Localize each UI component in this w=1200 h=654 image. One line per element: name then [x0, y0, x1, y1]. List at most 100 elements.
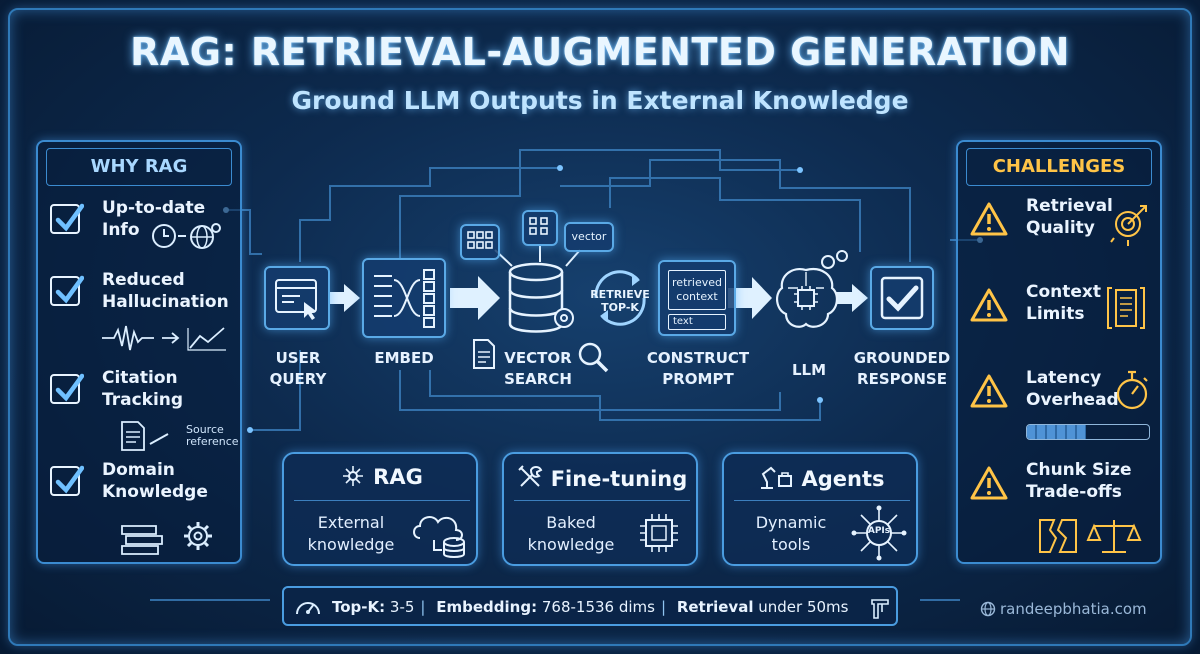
- card-title: RAG: [284, 464, 480, 489]
- why-rag-label: Citation: [102, 368, 178, 388]
- gears-icon: [821, 250, 848, 269]
- clock-globe-icon: [152, 223, 221, 249]
- card-title: Agents: [724, 464, 920, 491]
- card-rag: RAG External knowledge: [282, 452, 478, 566]
- card-agents: Agents Dynamic tools APIs: [722, 452, 918, 566]
- card-body-line1: Dynamic: [755, 513, 827, 532]
- challenge-label: Limits: [1026, 304, 1085, 324]
- site-credit[interactable]: randeepbhatia.com: [980, 600, 1147, 618]
- caliper-icon: [871, 599, 889, 619]
- network-icon: [343, 466, 364, 486]
- apis-label: APIs: [867, 526, 891, 536]
- card-body-line1: Baked: [546, 513, 596, 532]
- challenge-label: Retrieval: [1026, 196, 1113, 216]
- retrieve-top-k-label: RETRIEVE TOP-K: [586, 288, 654, 314]
- why-rag-label: Info: [102, 220, 140, 240]
- step-line2: SEARCH: [504, 370, 572, 388]
- why-rag-label: Domain: [102, 460, 175, 480]
- warning-icon: [970, 374, 1008, 408]
- card-body-line1: External: [317, 513, 385, 532]
- card-body-line2: knowledge: [527, 535, 615, 554]
- prompt-text-box: text: [668, 314, 726, 330]
- grid-chip-node: [522, 210, 558, 246]
- checkbox-icon: [50, 373, 84, 404]
- card-title-text: Fine-tuning: [550, 467, 688, 491]
- challenge-label: Latency: [1026, 368, 1102, 388]
- card-title-text: RAG: [373, 465, 423, 489]
- stats-text: Top-K: 3-5| Embedding: 768-1536 dims| Re…: [332, 598, 849, 616]
- document-pencil-icon: [121, 421, 169, 451]
- vector-tag-label: vector: [571, 230, 607, 243]
- page-subtitle: Ground LLM Outputs in External Knowledge: [291, 86, 909, 115]
- card-title-text: Agents: [801, 467, 885, 491]
- retrieve-line1: RETRIEVE: [590, 288, 650, 301]
- context-line2: context: [676, 290, 718, 303]
- challenge-label: Overhead: [1026, 390, 1119, 410]
- grid-icon: [529, 217, 548, 235]
- context-line1: retrieved: [672, 276, 722, 289]
- step-line1: LLM: [791, 361, 827, 379]
- step-construct-prompt: CONSTRUCT PROMPT: [640, 348, 756, 390]
- why-rag-label: Knowledge: [102, 482, 208, 502]
- step-line2: QUERY: [269, 370, 327, 388]
- checkbox-icon: [50, 275, 84, 306]
- step-vector-search: VECTOR SEARCH: [496, 348, 580, 390]
- warning-icon: [970, 466, 1008, 500]
- stats-bar: Top-K: 3-5| Embedding: 768-1536 dims| Re…: [282, 586, 898, 626]
- books-gear-icon: [121, 522, 212, 555]
- embedding-value: 768-1536 dims: [541, 598, 655, 616]
- step-line2: PROMPT: [662, 370, 734, 388]
- grid-icon: [467, 231, 493, 249]
- checkmark-icon: [880, 276, 924, 320]
- waveform-to-trend-icon: [102, 325, 226, 351]
- vector-tag-node: vector: [564, 222, 614, 252]
- why-rag-panel: WHY RAG Up-to-date Info Reduced Hallucin…: [36, 140, 242, 564]
- magnifier-icon: [578, 342, 609, 373]
- why-rag-label: Up-to-date: [102, 198, 206, 218]
- step-line2: RESPONSE: [857, 370, 947, 388]
- why-rag-label: Hallucination: [102, 292, 229, 312]
- challenge-label: Trade-offs: [1026, 482, 1122, 502]
- step-llm: LLM: [784, 360, 834, 381]
- document-icon: [473, 339, 495, 369]
- retrieval-value: under 50ms: [758, 598, 849, 616]
- embedding-icon: [374, 269, 435, 328]
- user-query-node: [264, 266, 330, 330]
- card-divider: [514, 500, 690, 501]
- latency-bar: [1026, 424, 1150, 440]
- challenge-label: Chunk Size: [1026, 460, 1132, 480]
- card-body: Baked knowledge: [516, 512, 626, 556]
- cloud-database-icon: [413, 516, 465, 558]
- embed-node: [362, 258, 446, 338]
- card-fine-tuning: Fine-tuning Baked knowledge: [502, 452, 698, 566]
- why-rag-label: Reduced: [102, 270, 185, 290]
- embedding-label: Embedding:: [436, 598, 538, 616]
- brain-chip-icon: [776, 268, 838, 328]
- outer-frame: [8, 8, 1192, 646]
- stopwatch-icon: [1116, 370, 1148, 410]
- challenge-label: Quality: [1026, 218, 1095, 238]
- step-line1: VECTOR: [504, 349, 572, 367]
- split-page-scale-icon: [1039, 519, 1142, 553]
- apis-hub-icon: [851, 505, 907, 561]
- challenge-label: Context: [1026, 282, 1102, 302]
- retrieve-line2: TOP-K: [601, 301, 639, 314]
- step-grounded-response: GROUNDED RESPONSE: [848, 348, 956, 390]
- chip-icon: [640, 514, 678, 552]
- browser-cursor-icon: [275, 279, 317, 320]
- page-title: RAG: RETRIEVAL-AUGMENTED GENERATION: [130, 30, 1070, 74]
- topk-value: 3-5: [389, 598, 415, 616]
- why-rag-label: Tracking: [102, 390, 184, 410]
- card-divider: [294, 500, 470, 501]
- step-line1: GROUNDED: [853, 349, 951, 367]
- step-line1: USER: [275, 349, 321, 367]
- grid-chip-node: [460, 224, 500, 260]
- grounded-response-node: [870, 266, 934, 330]
- target-icon: [1110, 205, 1147, 246]
- why-rag-heading: WHY RAG: [46, 148, 232, 186]
- retrieval-label: Retrieval: [676, 598, 754, 616]
- challenges-panel: CHALLENGES Retrieval Quality Context Lim…: [956, 140, 1162, 564]
- scroll-document-icon: [1107, 287, 1145, 329]
- checkbox-icon: [50, 203, 84, 234]
